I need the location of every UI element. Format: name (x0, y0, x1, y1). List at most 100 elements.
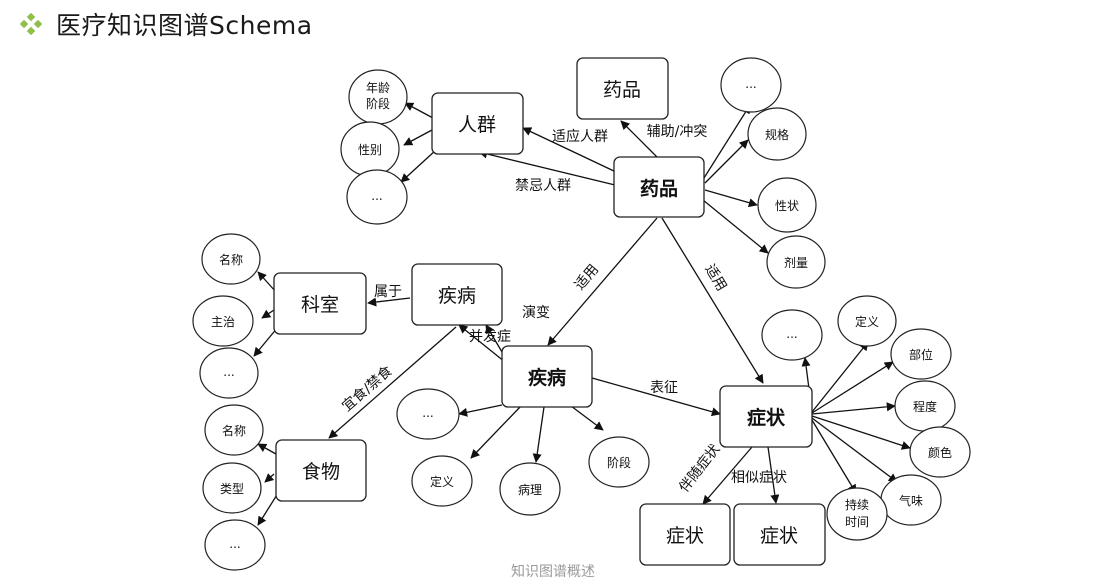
edge-assist-conflict (620, 120, 658, 158)
edge-disease-stage (570, 405, 604, 431)
edge-label-belongs-to: 属于 (374, 284, 402, 300)
node-label: 病理 (518, 482, 542, 497)
node-label: ... (422, 406, 433, 420)
edge-symptom-odor (811, 417, 898, 483)
node-gender: 性别 (340, 121, 400, 177)
edge-symptom-location (811, 361, 894, 414)
edge-label-suitable-crowd: 适应人群 (552, 128, 608, 145)
node-dept-more: ... (199, 347, 259, 399)
edge-drug-property (704, 189, 758, 208)
node-label: 性状 (775, 199, 799, 213)
edge-dept-name (257, 271, 277, 293)
node-symptom: 症状 (719, 385, 813, 448)
node-crowd: 人群 (431, 92, 524, 155)
node-color: 颜色 (909, 426, 971, 478)
edge-diet (328, 326, 457, 439)
node-label: 气味 (899, 493, 923, 508)
node-dept-main: 主治 (192, 295, 254, 347)
node-label: 部位 (909, 347, 933, 362)
node-label: 名称 (219, 252, 243, 267)
edge-drug-dosage (702, 199, 769, 254)
edge-food-name (257, 443, 277, 455)
edge-label-assist-conflict: 辅助/冲突 (647, 124, 708, 140)
edge-symptom-def (811, 341, 869, 413)
node-label: ... (786, 327, 797, 341)
slide-header: 医疗知识图谱Schema (20, 4, 313, 44)
node-label: 阶段 (607, 455, 631, 470)
edge-symptom-degree (811, 402, 896, 415)
slide-title: 医疗知识图谱Schema (56, 11, 313, 40)
edge-label-apply-left: 适用 (572, 262, 602, 294)
node-property: 性状 (757, 177, 817, 233)
node-label: 定义 (855, 314, 879, 329)
node-label: 剂量 (784, 255, 808, 270)
edge-dept-more (253, 326, 279, 357)
node-dosage: 剂量 (766, 235, 826, 289)
node-label: 药品 (640, 177, 678, 200)
edge-accompany (702, 446, 753, 505)
edge-disease-pathology (532, 406, 545, 463)
edge-suitable-crowd (522, 127, 617, 173)
node-label: 定义 (430, 474, 454, 489)
node-label: 症状 (747, 406, 786, 429)
edge-dept-main (261, 309, 275, 319)
slide-footer: 知识图谱概述 (511, 564, 595, 580)
node-drug-top: 药品 (576, 57, 669, 120)
node-food-name: 名称 (204, 404, 264, 456)
node-symptom-similar: 症状 (733, 503, 826, 566)
edge-symptom-color (811, 415, 911, 450)
node-label: 颜色 (928, 445, 952, 460)
edge-apply-right (661, 217, 764, 384)
node-crowd-more: ... (346, 169, 408, 225)
node-food-type: 类型 (202, 462, 262, 514)
node-age-stage: 年龄 阶段 (348, 69, 408, 125)
edge-disease-def (470, 405, 522, 459)
edge-food-type (264, 473, 275, 483)
edge-label-evolve: 演变 (522, 305, 550, 321)
node-symptom-more: ... (761, 309, 823, 361)
edge-crowd-age (404, 102, 434, 119)
node-disease-top: 疾病 (411, 263, 503, 326)
node-label: 科室 (301, 294, 339, 316)
node-label: 人群 (458, 114, 496, 136)
edge-belongs-to (367, 297, 411, 307)
edge-label-diet: 宜食/禁食 (339, 362, 396, 415)
edge-contra-crowd (478, 149, 616, 186)
edge-crowd-more (400, 149, 437, 183)
diamond-bullet-icon (20, 13, 42, 35)
node-food: 食物 (275, 439, 367, 502)
node-disease-center: 疾病 (501, 345, 593, 408)
node-label: ... (371, 189, 382, 203)
node-label: 名称 (222, 423, 246, 438)
node-label-line-1: 年龄 (366, 81, 390, 95)
edge-label-similar: 相似症状 (731, 470, 787, 486)
node-symptom-accompany: 症状 (639, 503, 731, 566)
node-label: ... (745, 77, 756, 91)
node-stage: 阶段 (588, 436, 650, 488)
node-drug-more: ... (720, 57, 782, 113)
node-label: 症状 (666, 525, 704, 547)
edge-label-contra-crowd: 禁忌人群 (515, 178, 571, 194)
node-duration: 持续 时间 (826, 487, 888, 541)
node-label: ... (223, 365, 234, 379)
edge-complication (458, 324, 506, 363)
node-label: 症状 (760, 525, 798, 547)
node-label: 主治 (211, 315, 235, 329)
edge-evolve (485, 324, 503, 353)
edge-crowd-gender (403, 129, 433, 146)
node-disease-more: ... (396, 388, 460, 440)
edge-disease-more (458, 404, 503, 417)
node-disease-def: 定义 (411, 455, 473, 507)
node-spec: 规格 (747, 107, 807, 161)
node-label: 疾病 (438, 285, 476, 307)
edge-apply-left (547, 217, 658, 346)
node-pathology: 病理 (499, 462, 561, 516)
node-dept-name: 名称 (201, 233, 261, 285)
node-dept: 科室 (273, 272, 367, 335)
node-label: 规格 (765, 127, 789, 142)
node-label: 食物 (302, 461, 340, 483)
node-label: 程度 (913, 399, 937, 414)
node-label-line-1: 持续 (845, 497, 869, 512)
node-drug-center: 药品 (613, 156, 705, 218)
